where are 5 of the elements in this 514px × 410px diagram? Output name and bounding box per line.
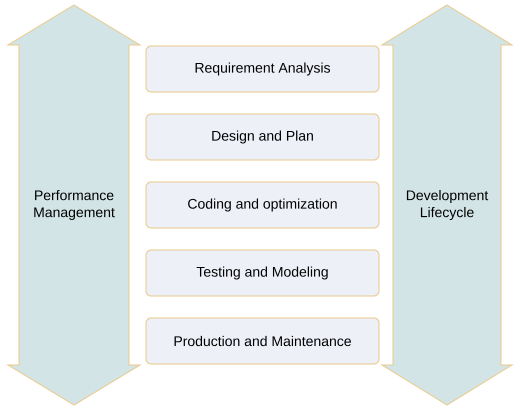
process-box: Requirement Analysis bbox=[146, 46, 380, 92]
process-box: Testing and Modeling bbox=[146, 250, 380, 296]
process-box: Coding and optimization bbox=[146, 182, 380, 228]
process-box: Production and Maintenance bbox=[146, 318, 380, 364]
process-box: Design and Plan bbox=[146, 114, 380, 160]
